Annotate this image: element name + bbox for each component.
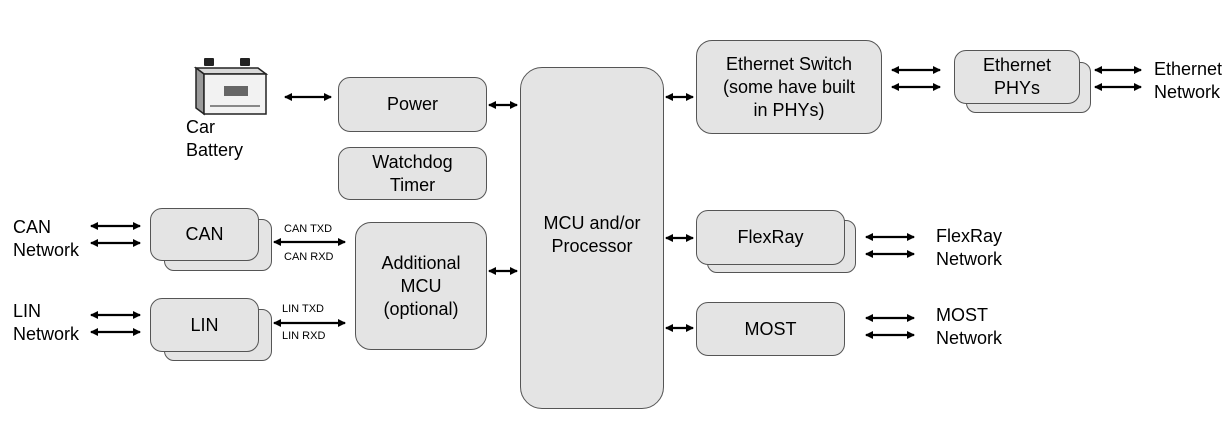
can-label: CAN — [185, 224, 224, 244]
mcu-processor-label: MCU and/or Processor — [543, 213, 641, 256]
lin-block: LIN — [150, 298, 259, 352]
can-rxd-label: CAN RXD — [284, 251, 334, 263]
flexray-label: FlexRay — [737, 227, 804, 247]
ethernet-phys-block: Ethernet PHYs — [954, 50, 1080, 104]
watchdog-timer-label: Watchdog Timer — [372, 151, 453, 195]
most-network-label: MOST Network — [936, 305, 1003, 348]
ethernet-network-label: Ethernet Network — [1154, 59, 1223, 102]
mcu-processor-block: MCU and/or Processor — [520, 67, 664, 409]
flexray-network-label: FlexRay Network — [936, 226, 1003, 269]
can-network-label: CAN Network — [13, 217, 80, 260]
lin-label: LIN — [190, 314, 219, 335]
lin-txd-label: LIN TXD — [282, 303, 324, 315]
most-block: MOST — [696, 302, 845, 356]
watchdog-timer-block: Watchdog Timer — [338, 147, 487, 200]
ethernet-switch-block: Ethernet Switch (some have built in PHYs… — [696, 40, 882, 134]
lin-rxd-label: LIN RXD — [282, 330, 326, 342]
flexray-block: FlexRay — [696, 210, 845, 265]
ethernet-switch-label: Ethernet Switch (some have built in PHYs… — [722, 53, 856, 120]
car-battery-icon — [193, 58, 269, 116]
power-label: Power — [386, 94, 439, 114]
most-label: MOST — [744, 318, 797, 339]
can-block: CAN — [150, 208, 259, 261]
can-txd-label: CAN TXD — [284, 223, 333, 235]
additional-mcu-block: Additional MCU (optional) — [355, 222, 487, 350]
lin-network-label: LIN Network — [13, 301, 80, 344]
power-block: Power — [338, 77, 487, 132]
additional-mcu-label: Additional MCU (optional) — [381, 252, 461, 319]
car-battery-label: Car Battery — [186, 117, 244, 160]
ethernet-phys-label: Ethernet PHYs — [982, 55, 1052, 98]
